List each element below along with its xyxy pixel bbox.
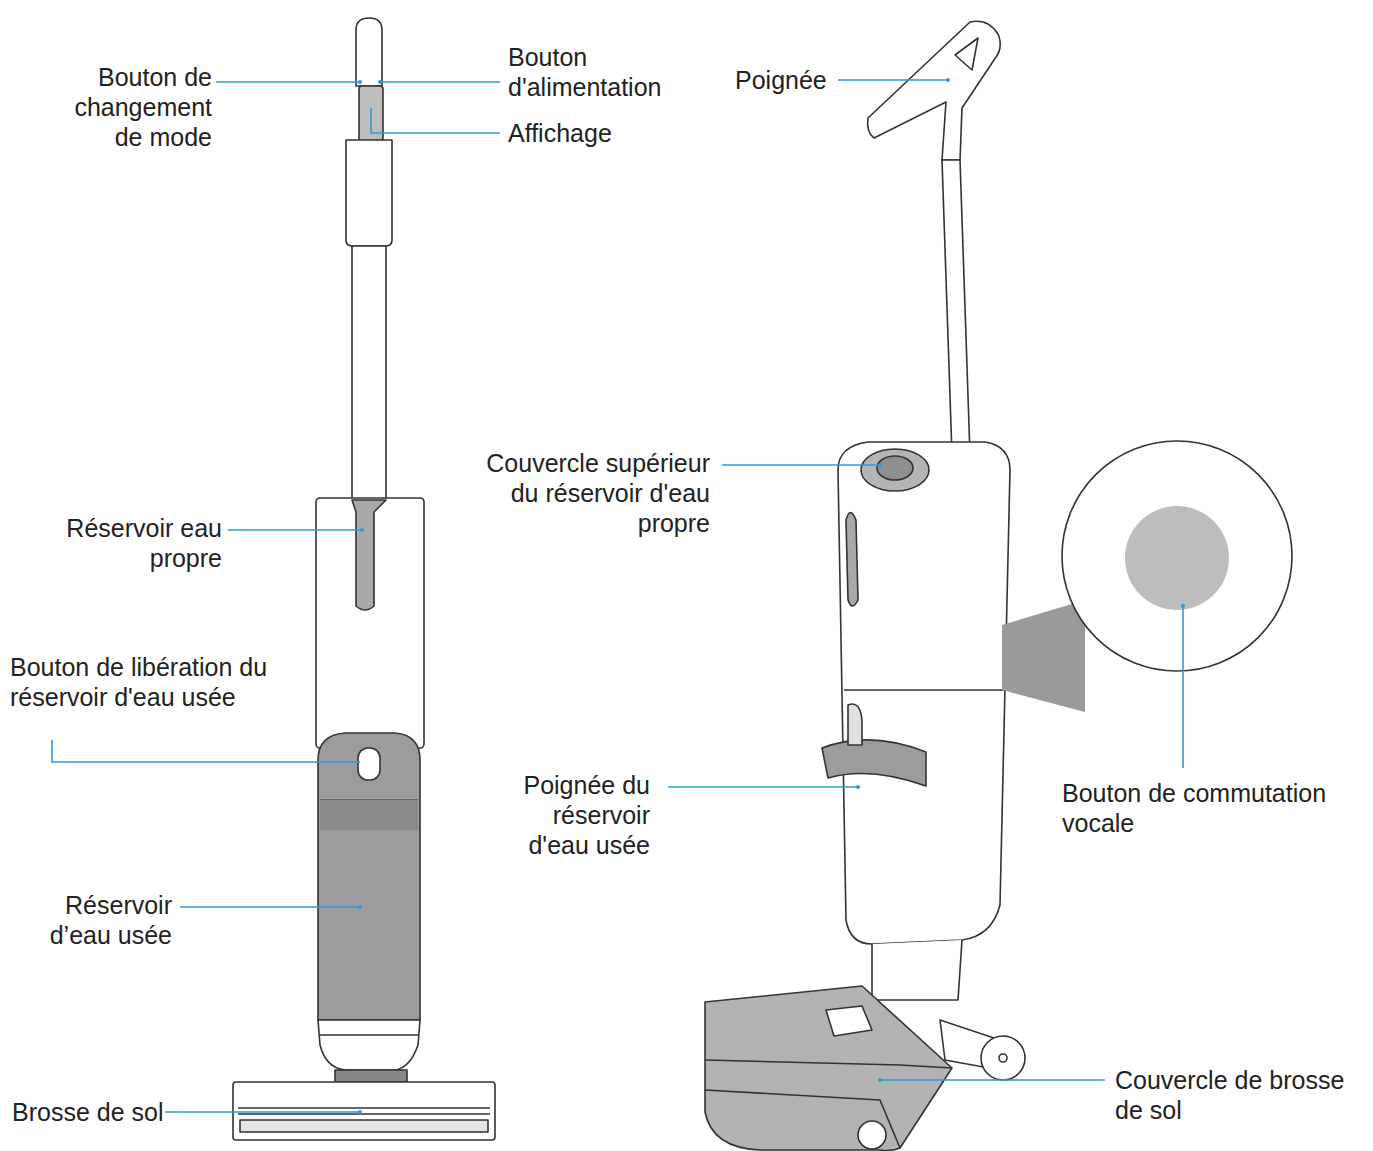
- clean-tank-window: [846, 513, 858, 607]
- part-label: Réservoir eau propre: [47, 513, 222, 573]
- base: [318, 1020, 420, 1070]
- part-label: Bouton de changement de mode: [50, 62, 212, 152]
- leader-line: [52, 740, 360, 762]
- leader-line: [668, 786, 858, 788]
- leader-line: [371, 108, 500, 133]
- pole: [942, 160, 970, 455]
- magnifier-circle: [1062, 441, 1292, 671]
- handle-top: [356, 18, 382, 86]
- grip: [346, 140, 392, 246]
- part-label: Poignée: [735, 65, 835, 95]
- wheel: [981, 1036, 1025, 1080]
- part-label: Couvercle supérieur du réservoir d'eau p…: [476, 448, 710, 538]
- part-label: Bouton de libération du réservoir d'eau …: [10, 652, 288, 712]
- body: [316, 498, 424, 748]
- part-label: Brosse de sol: [12, 1097, 172, 1127]
- leader-line: [180, 906, 360, 908]
- leader-dots: [358, 78, 1185, 1114]
- clean-tank-window: [352, 500, 386, 610]
- leader-lines: [52, 80, 1183, 1112]
- leader-line: [1182, 606, 1184, 768]
- leader-line: [165, 1111, 360, 1113]
- leader-line: [880, 1079, 1105, 1081]
- brush-head: [705, 986, 952, 1151]
- pole: [352, 246, 386, 500]
- body: [838, 442, 1010, 944]
- part-label: Poignée du réservoir d'eau usée: [508, 770, 650, 860]
- leader-line: [722, 464, 880, 466]
- leader-line: [228, 529, 362, 531]
- magnifier-wedge: [1002, 600, 1085, 712]
- part-label: Affichage: [508, 118, 668, 148]
- leader-line: [216, 81, 360, 83]
- part-label: Bouton de commutation vocale: [1062, 778, 1357, 838]
- release-button: [358, 748, 380, 780]
- neck: [335, 1070, 407, 1082]
- leader-line: [838, 79, 948, 81]
- part-label: Bouton d'alimentation: [508, 42, 688, 102]
- part-label: Réservoir d’eau usée: [30, 890, 172, 950]
- handle: [868, 21, 1001, 160]
- part-label: Couvercle de brosse de sol: [1115, 1065, 1365, 1125]
- waste-tank-handle: [822, 740, 926, 786]
- leader-line: [380, 81, 500, 83]
- neck: [872, 940, 962, 1000]
- waste-tank: [318, 733, 420, 1020]
- voice-button: [1125, 506, 1229, 610]
- floor-brush: [233, 1082, 495, 1140]
- brush-button: [826, 1006, 872, 1036]
